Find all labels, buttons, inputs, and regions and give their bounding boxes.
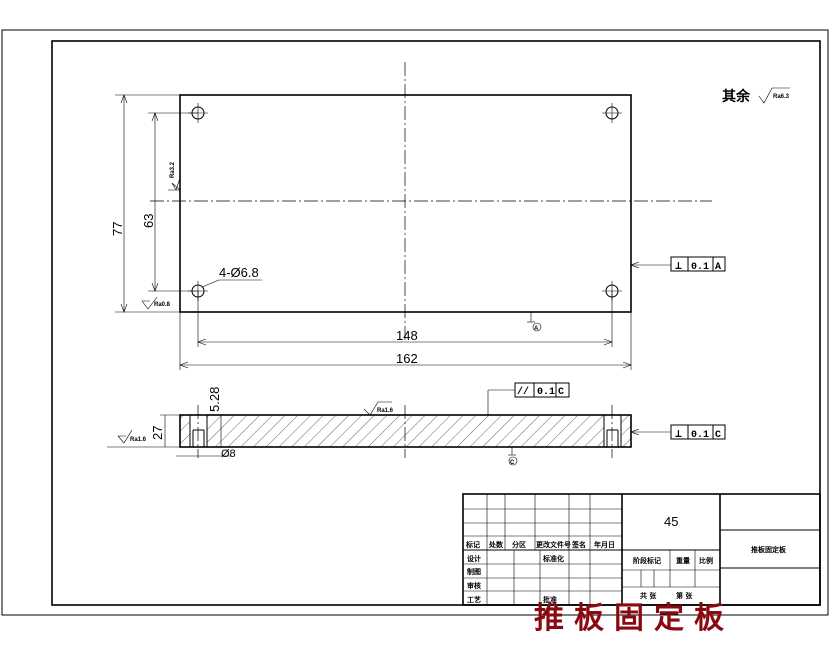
parallel-callout-c: // 0.1 C <box>487 382 570 415</box>
tb-label-date: 年月日 <box>594 540 615 549</box>
dim-overall-length: 162 <box>396 351 418 366</box>
bore-left <box>189 415 208 447</box>
tb-label-review: 审核 <box>467 581 481 590</box>
tb-label-fenqu: 分区 <box>512 540 526 549</box>
perpendicularity-callout-c: ⊥ 0.1 C <box>630 424 726 441</box>
title-block: 标记 处数 分区 更改文件号 签名 年月日 设计 制图 审核 工艺 标准化 批准… <box>462 493 821 606</box>
roughness-left-value: Ra3.2 <box>170 161 176 178</box>
svg-text:0.1: 0.1 <box>537 387 555 398</box>
datum-c-symbol: C <box>508 447 518 466</box>
svg-text:A: A <box>715 262 721 273</box>
tb-scale: 比例 <box>699 556 713 565</box>
svg-text:C: C <box>510 460 515 466</box>
section-view: 27 5.28 Ø8 Ra1.6 Ra1.6 // 0.1 C C <box>107 382 726 466</box>
section-roughness-left-value: Ra1.6 <box>130 437 147 443</box>
svg-text:0.1: 0.1 <box>691 262 709 273</box>
general-roughness-note: 其余 Ra6.3 <box>722 87 790 105</box>
drawing-frame <box>51 40 821 606</box>
holes-note: 4-Ø6.8 <box>219 265 259 280</box>
general-roughness-value: Ra6.3 <box>773 94 790 100</box>
plate-outline <box>179 94 632 313</box>
dim-bore: Ø8 <box>221 448 236 460</box>
tb-part-name: 推板固定板 <box>751 545 787 554</box>
tb-label-approve: 批准 <box>543 595 557 604</box>
dim-hole-spacing-x: 148 <box>396 328 418 343</box>
perpendicularity-callout-a: ⊥ 0.1 A <box>630 256 726 273</box>
tb-sheets-current: 第 张 <box>676 591 693 600</box>
roughness-corner-value: Ra0.8 <box>154 302 171 308</box>
tb-label-change-doc: 更改文件号 <box>536 540 571 549</box>
section-roughness-left-icon <box>117 429 133 444</box>
outer-border <box>1 29 829 616</box>
tb-label-design: 设计 <box>467 554 481 563</box>
svg-text:C: C <box>715 430 721 441</box>
svg-text://: // <box>517 386 529 398</box>
svg-text:⊥: ⊥ <box>675 261 682 273</box>
tb-stage-mark: 阶段标记 <box>633 556 661 565</box>
section-roughness-top-value: Ra1.6 <box>377 408 394 414</box>
section-outline <box>179 414 632 448</box>
bore-right-gap <box>604 415 621 447</box>
general-roughness-label: 其余 <box>722 88 751 105</box>
roughness-corner-icon <box>141 296 158 310</box>
dim-hole-spacing-y: 63 <box>141 214 156 228</box>
tb-label-sign: 签名 <box>571 540 586 549</box>
hole-top-right <box>602 103 622 123</box>
tb-sheets-total: 共 张 <box>640 591 657 600</box>
section-hatch <box>180 415 631 447</box>
tb-material: 45 <box>664 514 678 529</box>
svg-text:0.1: 0.1 <box>691 430 709 441</box>
tb-label-draw: 制图 <box>467 567 481 576</box>
datum-a-symbol: A <box>527 312 542 332</box>
tb-label-biaoji: 标记 <box>465 540 480 549</box>
bore-left-gap <box>190 415 207 447</box>
svg-text:C: C <box>558 387 564 398</box>
tb-label-process: 工艺 <box>467 595 481 604</box>
svg-text:A: A <box>534 326 539 332</box>
section-roughness-top-icon <box>363 401 392 416</box>
dim-overall-width: 77 <box>110 222 125 236</box>
dim-thickness: 27 <box>150 426 165 440</box>
bore-right <box>603 415 622 447</box>
roughness-symbol-icon <box>758 87 790 104</box>
dim-counterbore: 5.28 <box>207 387 222 412</box>
footer-title: 推板固定板 <box>534 601 734 636</box>
roughness-left-icon <box>168 177 181 191</box>
tb-label-chushu: 处数 <box>488 540 504 549</box>
tb-label-standardization: 标准化 <box>542 554 564 563</box>
tb-weight: 重量 <box>676 556 690 565</box>
top-view: 77 63 Ra3.2 4-Ø6.8 Ra0.8 148 162 <box>110 62 726 370</box>
svg-text:⊥: ⊥ <box>675 429 682 441</box>
